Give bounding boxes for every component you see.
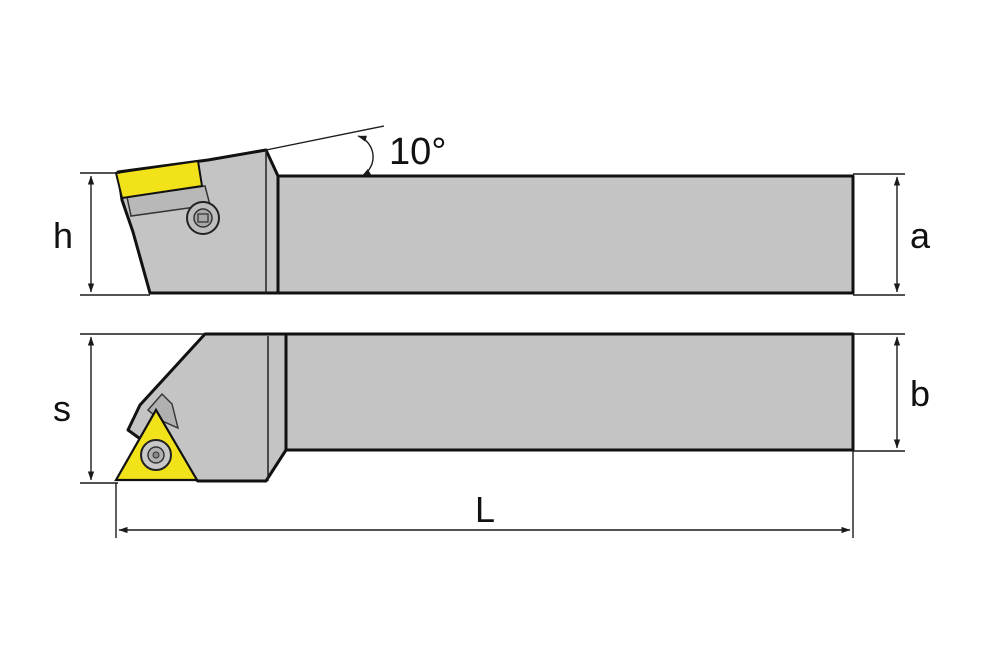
dimension-h: h xyxy=(53,172,150,296)
angle-label: 10° xyxy=(389,131,446,173)
h-label: h xyxy=(53,215,73,256)
dimension-b: b xyxy=(853,333,930,452)
plan-view xyxy=(114,332,855,483)
s-label: s xyxy=(53,388,71,429)
angle-dimension: 10° xyxy=(265,125,446,177)
a-label: a xyxy=(910,215,931,256)
dimension-a: a xyxy=(853,173,931,296)
dimension-s: s xyxy=(53,333,205,484)
plan-view-shank xyxy=(284,332,855,452)
dimension-L: L xyxy=(115,451,854,538)
side-view xyxy=(114,148,855,295)
b-label: b xyxy=(910,373,930,414)
side-view-insert xyxy=(114,159,204,200)
L-label: L xyxy=(475,489,495,530)
side-view-shank xyxy=(276,174,855,295)
